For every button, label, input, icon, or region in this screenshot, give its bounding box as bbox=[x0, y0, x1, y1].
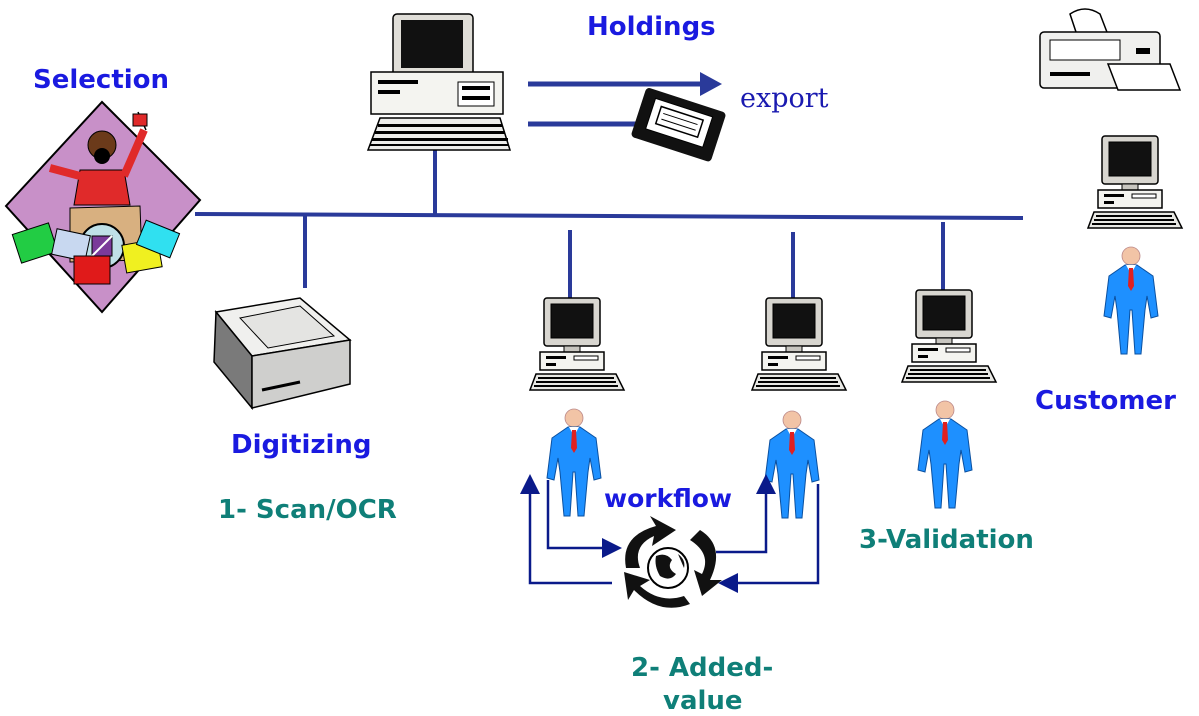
digitizing-label: Digitizing bbox=[231, 430, 372, 460]
workstation-icon bbox=[751, 297, 847, 391]
holdings-label: Holdings bbox=[587, 12, 716, 42]
selection-person-icon bbox=[4, 100, 202, 314]
workflow-label: workflow bbox=[604, 484, 733, 513]
validation-label: 3-Validation bbox=[859, 525, 1034, 555]
person-icon bbox=[546, 408, 602, 517]
export-label: export bbox=[740, 83, 829, 114]
export-arrow bbox=[528, 81, 704, 127]
workstation-icon bbox=[901, 289, 997, 383]
scan-ocr-label: 1- Scan/OCR bbox=[218, 495, 397, 525]
network-backbone bbox=[194, 147, 1024, 300]
added-value-label-line2: value bbox=[663, 686, 743, 716]
mainframe-computer-icon bbox=[366, 13, 512, 151]
scanner-icon bbox=[213, 297, 352, 411]
printer-icon bbox=[1039, 8, 1182, 91]
person-icon bbox=[764, 410, 820, 519]
videotape-icon bbox=[631, 88, 726, 162]
added-value-label-line1: 2- Added- bbox=[631, 653, 774, 683]
workflow-arrows bbox=[520, 474, 820, 593]
selection-label: Selection bbox=[33, 65, 170, 95]
workstation-icon bbox=[1087, 135, 1183, 229]
person-icon bbox=[1103, 246, 1159, 355]
recycle-globe-icon bbox=[624, 516, 722, 608]
person-icon bbox=[917, 400, 973, 509]
customer-label: Customer bbox=[1035, 386, 1176, 416]
workstation-icon bbox=[529, 297, 625, 391]
